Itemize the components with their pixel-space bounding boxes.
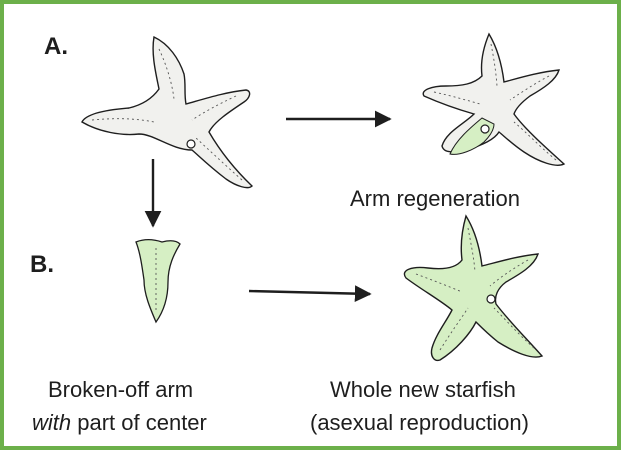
broken-off-arm — [136, 240, 180, 322]
panel-a-label: A. — [44, 33, 68, 60]
new-starfish — [404, 216, 542, 360]
caption-new-starfish-line2: (asexual reproduction) — [310, 410, 529, 435]
caption-new-starfish-line1: Whole new starfish — [330, 377, 516, 402]
starfish-regeneration-diagram: A. B. Arm regeneration — [4, 4, 617, 446]
arrow-to-new-starfish — [249, 291, 370, 294]
caption-broken-arm-line2: with part of center — [32, 410, 207, 435]
caption-broken-arm-with: with — [32, 410, 71, 435]
caption-broken-arm-rest: part of center — [71, 410, 207, 435]
panel-b-label: B. — [30, 251, 54, 278]
caption-broken-arm-line1: Broken-off arm — [48, 377, 193, 402]
caption-arm-regeneration: Arm regeneration — [350, 186, 520, 211]
injured-starfish — [82, 37, 252, 188]
regenerating-starfish — [423, 34, 564, 165]
